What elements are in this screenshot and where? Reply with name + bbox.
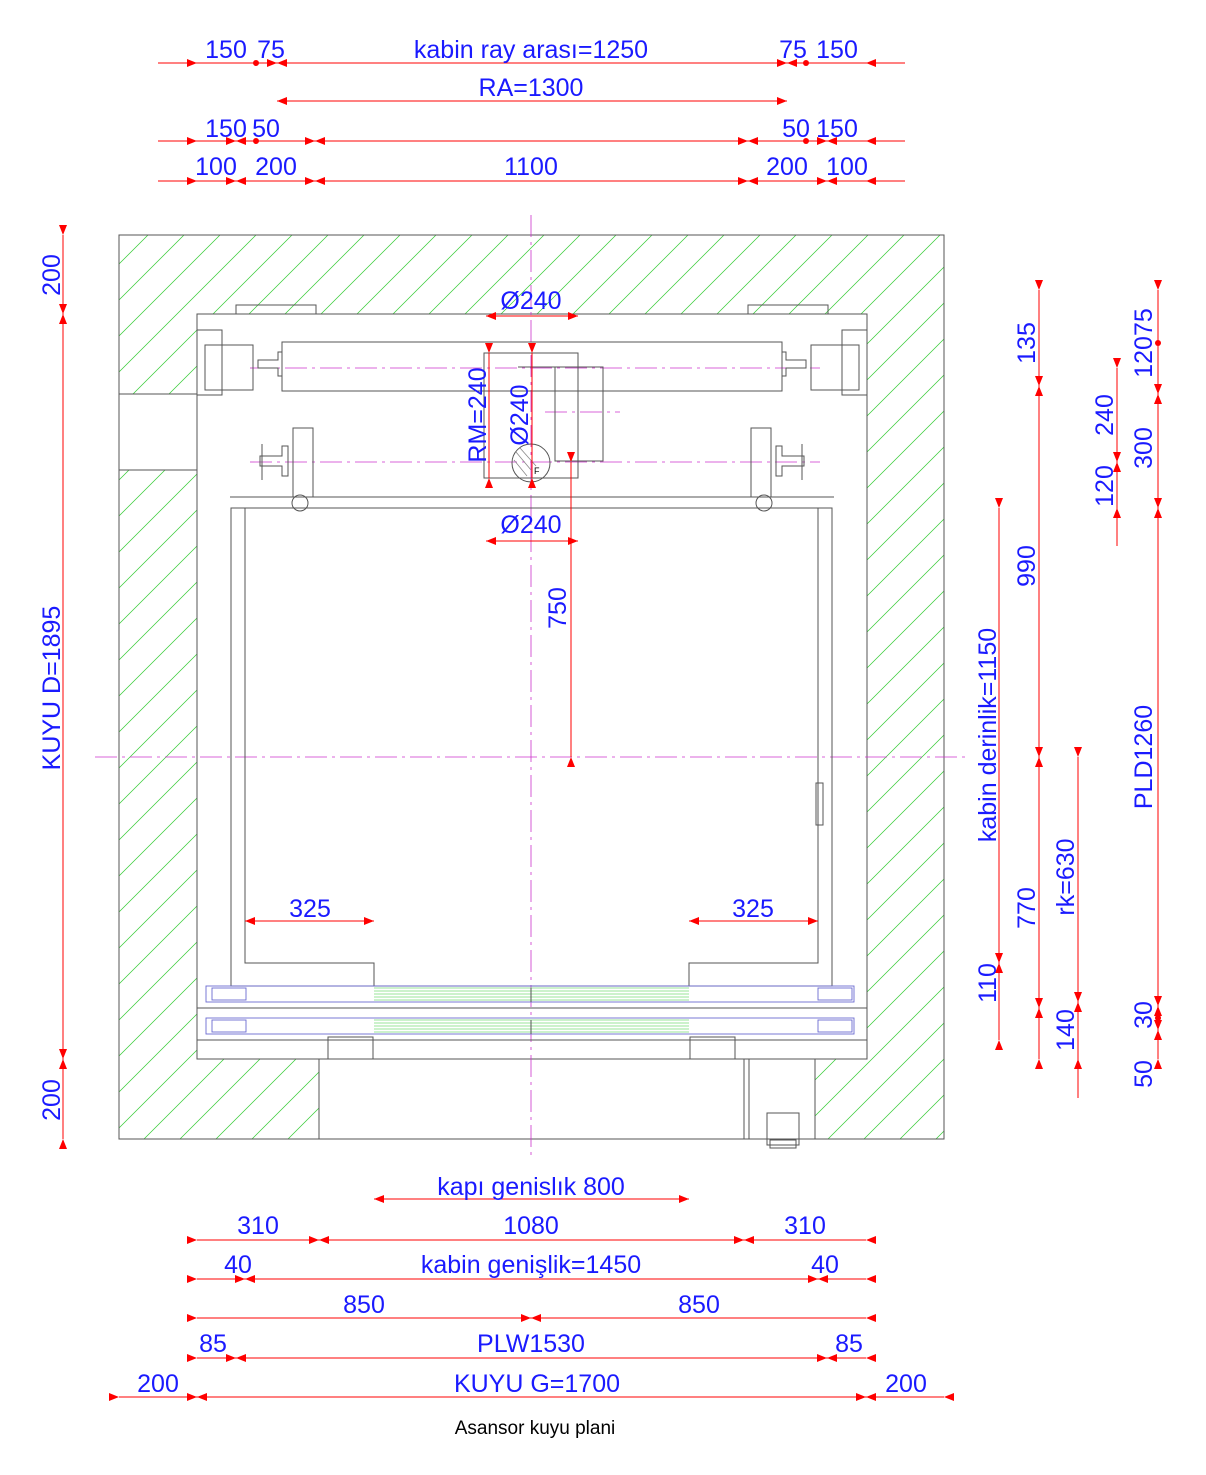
dim-kabin-derinlik: kabin derinlik=1150 — [974, 628, 1002, 842]
dim-bottom-850-left: 850 — [343, 1291, 385, 1319]
dim-left-200-bottom: 200 — [38, 1079, 66, 1121]
dim-bottom-200-right: 200 — [885, 1370, 927, 1398]
dim-top-150-left-r3: 150 — [205, 115, 247, 143]
dim-top-75-left: 75 — [257, 36, 285, 64]
dim-d240-top: Ø240 — [500, 287, 561, 315]
drawing-caption: Asansor kuyu plani — [455, 1418, 616, 1439]
dim-plw: PLW1530 — [477, 1330, 585, 1358]
dim-110: 110 — [974, 963, 1002, 1003]
dim-135: 135 — [1013, 322, 1041, 364]
dim-bottom-310-left: 310 — [237, 1212, 279, 1240]
door-panels — [374, 987, 689, 1034]
dim-140: 140 — [1052, 1009, 1080, 1051]
dim-bottom-40-left: 40 — [224, 1251, 252, 1279]
dim-rk: rk=630 — [1052, 838, 1080, 915]
centre-axes — [95, 215, 970, 1160]
dim-door-325-right: 325 — [732, 895, 774, 923]
dim-rm: RM=240 — [464, 367, 492, 462]
dim-top-100-left: 100 — [195, 153, 237, 181]
dim-120-right: 120 — [1091, 465, 1119, 507]
dim-top-50-right: 50 — [782, 115, 810, 143]
dim-ra: RA=1300 — [479, 74, 584, 102]
dim-top-75-right: 75 — [779, 36, 807, 64]
dimension-texts: 150 75 kabin ray arası=1250 75 150 RA=13… — [38, 36, 1158, 1398]
dim-bottom-1080: 1080 — [503, 1212, 559, 1240]
dim-top-150-right: 150 — [816, 36, 858, 64]
dim-d240-mid: Ø240 — [500, 511, 561, 539]
dim-12075: 12075 — [1130, 308, 1158, 378]
dim-bottom-310-right: 310 — [784, 1212, 826, 1240]
dim-pld: PLD1260 — [1130, 705, 1158, 809]
dim-door-325-left: 325 — [289, 895, 331, 923]
dim-kapi-genislik: kapı genislık 800 — [437, 1173, 625, 1201]
dim-bottom-85-right: 85 — [835, 1330, 863, 1358]
dim-top-200-right: 200 — [766, 153, 808, 181]
dim-top-150-right-r3: 150 — [816, 115, 858, 143]
dim-kabin-genislik: kabin genişlik=1450 — [421, 1251, 641, 1279]
dim-750: 750 — [544, 587, 572, 629]
dim-30: 30 — [1130, 1001, 1158, 1029]
dim-top-200-left: 200 — [255, 153, 297, 181]
dim-top-50-left: 50 — [252, 115, 280, 143]
f-label: F — [534, 466, 540, 476]
dim-770: 770 — [1013, 887, 1041, 929]
dim-bottom-850-right: 850 — [678, 1291, 720, 1319]
dim-top-1100: 1100 — [504, 153, 558, 181]
dim-kuyu-g: KUYU G=1700 — [454, 1370, 620, 1398]
dim-bottom-40-right: 40 — [811, 1251, 839, 1279]
dim-top-150-left: 150 — [205, 36, 247, 64]
dim-50: 50 — [1130, 1060, 1158, 1088]
dim-d240-vertical: Ø240 — [506, 384, 534, 445]
dim-kabin-ray-arasi: kabin ray arası=1250 — [414, 36, 648, 64]
dim-top-100-right: 100 — [826, 153, 868, 181]
elevator-car — [197, 507, 867, 1060]
dim-bottom-200-left: 200 — [137, 1370, 179, 1398]
dim-left-200-top: 200 — [38, 254, 66, 296]
dimension-lines — [59, 59, 1162, 1401]
dim-240-right: 240 — [1091, 394, 1119, 436]
dim-300: 300 — [1130, 427, 1158, 469]
dim-bottom-85-left: 85 — [199, 1330, 227, 1358]
dim-990: 990 — [1013, 545, 1041, 587]
counterweight-assembly: F — [196, 304, 868, 512]
dim-kuyu-d: KUYU D=1895 — [38, 606, 66, 771]
